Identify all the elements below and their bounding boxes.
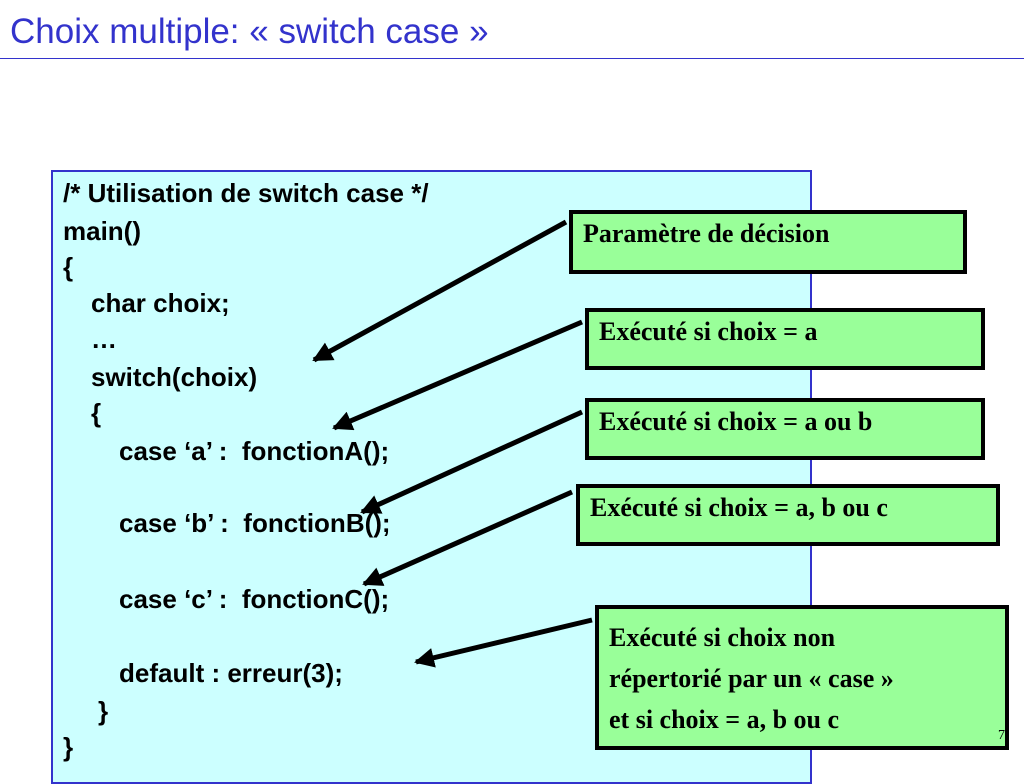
code-case-c-line: case ‘c’ : fonctionC(); [119,584,390,614]
code-close-brace: } [63,732,74,762]
arrow-to-switch [312,219,568,363]
code-case-a-line: case ‘a’ : fonctionA(); [119,436,390,466]
callout-decision-parameter: Paramètre de décision [569,210,967,274]
code-ellipsis-line: … [91,324,117,354]
code-comment-line: /* Utilisation de switch case */ [63,178,429,208]
code-main-line: main() [63,216,141,246]
code-switch-line: switch(choix) [91,362,258,392]
callout-default-line-2: répertorié par un « case » [609,664,894,693]
callout-case-c: Exécuté si choix = a, b ou c [576,484,1000,546]
code-default-line: default : erreur(3); [119,658,343,688]
callout-default-line-1: Exécuté si choix non [609,623,836,652]
arrow-to-case-b [360,409,584,515]
arrow-to-case-c [362,489,574,587]
slide-title: Choix multiple: « switch case » [10,12,489,51]
callout-case-a-text: Exécuté si choix = a [599,317,818,346]
arrow-to-default [414,617,593,668]
title-divider [0,58,1024,59]
code-open-brace: { [63,252,74,282]
callout-case-b: Exécuté si choix = a ou b [585,398,985,460]
callout-case-b-text: Exécuté si choix = a ou b [599,407,873,436]
code-switch-close-brace: } [98,696,109,726]
callout-case-c-text: Exécuté si choix = a, b ou c [590,493,888,522]
page-number: 7 [998,728,1005,743]
code-declaration-line: char choix; [91,288,230,318]
code-switch-open-brace: { [91,398,102,428]
arrow-to-case-a [332,319,583,431]
callout-case-a: Exécuté si choix = a [585,308,985,370]
annotation-arrows [312,219,593,668]
callout-decision-parameter-text: Paramètre de décision [583,219,830,248]
callout-default-line-3: et si choix = a, b ou c [609,705,840,734]
callout-default: Exécuté si choix non répertorié par un «… [595,605,1009,750]
